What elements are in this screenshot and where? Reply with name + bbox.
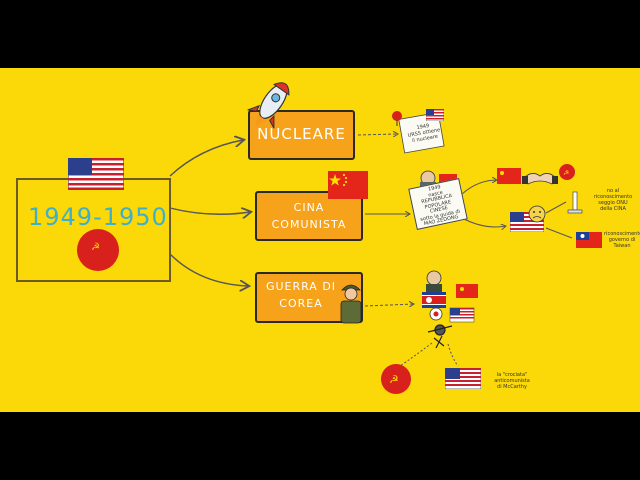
usa-flag-small-icon [426, 109, 444, 121]
cina-comunista-label: CINA COMUNISTA [271, 201, 347, 231]
korean-war-illustration [422, 270, 478, 349]
mccarthy-note-line: di McCarthy [497, 384, 527, 390]
un-building-icon [567, 191, 583, 214]
taiwan-flag-icon [576, 232, 602, 248]
nucleare-label: NUCLEARE [257, 125, 346, 143]
arrow-note-usa [461, 217, 506, 227]
mccarthy-note-line: la "crociata" anticomunista [494, 372, 530, 384]
svg-text:☭: ☭ [389, 373, 399, 386]
mind-map-canvas: 1949-1950 ☭ NUCLEARE CINA COMUNISTA GUER… [0, 68, 640, 412]
nucleare-box: NUCLEARE [248, 110, 355, 160]
cina-comunista-box: CINA COMUNISTA [255, 191, 363, 241]
arrow-corea-map [364, 304, 414, 306]
years-label: 1949-1950 [28, 203, 168, 231]
arrow-map-ussr [399, 342, 433, 367]
handshake-icon [522, 173, 558, 185]
soldier-icon [340, 284, 362, 324]
arrow-to-cina [169, 208, 250, 214]
ussr-emblem-icon: ☭ [77, 229, 119, 271]
onu-note-line: no al riconoscimento [593, 188, 633, 200]
onu-note-line: della CINA [600, 206, 626, 212]
arrow-note-handshake [461, 180, 497, 195]
mccarthy-note-text: la "crociata" anticomunista di McCarthy [482, 372, 542, 390]
connector-arrows [169, 68, 573, 367]
taiwan-note-line: governo di [608, 237, 636, 243]
onu-note-line: seggio ONU [598, 200, 628, 206]
arrow-nucleare-note [357, 134, 398, 135]
usa-flag-bottom-icon [445, 368, 481, 389]
taiwan-note-text: riconoscimento governo di Taiwan [604, 231, 640, 249]
guerra-di-corea-label: GUERRA DI COREA [265, 280, 337, 310]
onu-note-text: no al riconoscimento seggio ONU della CI… [590, 188, 636, 212]
taiwan-note-line: riconoscimento [604, 231, 640, 237]
taiwan-note-line: Taiwan [613, 243, 631, 249]
arrow-to-corea [169, 253, 248, 286]
china-flag-small-icon [497, 168, 521, 184]
rocket-icon [247, 82, 290, 129]
ussr-emblem-bottom-icon: ☭ [381, 364, 411, 394]
arrow-to-nucleare [169, 140, 243, 177]
sad-face-icon [528, 205, 546, 223]
ussr-emblem-small-icon: ☭ [559, 164, 575, 180]
arrow-usa-onu [545, 201, 567, 214]
china-flag-icon [328, 171, 368, 199]
usa-flag-icon [68, 158, 124, 190]
svg-text:☭: ☭ [91, 242, 100, 253]
svg-text:☭: ☭ [563, 169, 569, 177]
ussr-pin-icon [392, 111, 402, 126]
arrow-map-usa [447, 343, 459, 367]
arrow-usa-taiwan [545, 227, 573, 239]
nuclear-note-card [398, 112, 445, 154]
